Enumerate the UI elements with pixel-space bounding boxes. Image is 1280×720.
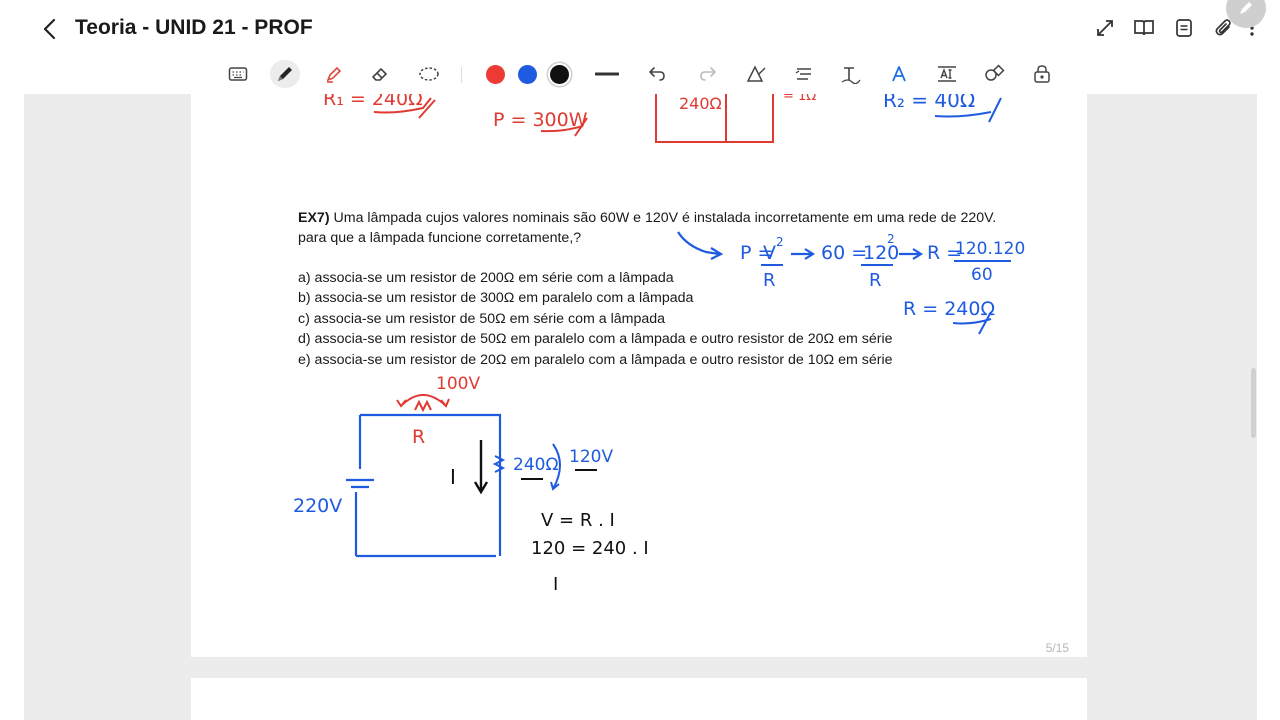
header-actions (1057, 14, 1257, 42)
eraser-icon (372, 68, 387, 81)
handwriting-layer: R₁ = 240Ω P = 300W 240Ω = 1Ω R₂ = 40Ω P … (293, 94, 1025, 595)
chevron-left-icon (43, 18, 56, 40)
color-blue-swatch[interactable] (512, 60, 542, 88)
ink-top-box (655, 94, 774, 143)
highlighter-icon (326, 66, 342, 83)
ink-arrow-2 (899, 248, 924, 260)
color-red-swatch[interactable] (480, 60, 510, 88)
note-page[interactable]: EX7) Uma lâmpada cujos valores nominais … (191, 94, 1087, 657)
shapes-tool[interactable] (979, 60, 1009, 88)
pen-tool[interactable] (270, 60, 300, 88)
option-c: c) associa-se um resistor de 50Ω em séri… (298, 310, 666, 327)
ink-battery (346, 478, 374, 489)
text-convert-icon (938, 66, 956, 82)
attach-button[interactable] (1210, 14, 1238, 42)
eraser-tool[interactable] (365, 60, 395, 88)
ink-calc-2: 120 = 240 . I (531, 538, 649, 559)
ink-top-left-underline (373, 97, 436, 119)
note-canvas[interactable]: EX7) Uma lâmpada cujos valores nominais … (24, 94, 1257, 720)
document-title: Teoria - UNID 21 - PROF (75, 16, 313, 39)
option-e: e) associa-se um resistor de 20Ω em para… (298, 351, 893, 368)
straighten-tool[interactable] (789, 60, 819, 88)
ink-circuit-lamp-r: 240Ω (513, 455, 558, 475)
text-pen-icon (841, 67, 861, 84)
ink-top-mid: P = 300W (493, 109, 588, 131)
expand-icon (1097, 20, 1113, 36)
shapes-icon (985, 64, 1005, 81)
document-icon (1176, 19, 1192, 37)
question-body: Uma lâmpada cujos valores nominais são 6… (298, 210, 997, 247)
ink-drop-arrow (396, 394, 450, 408)
ink-top-right: R₂ = 40Ω (883, 94, 975, 112)
keyboard-tool[interactable] (223, 60, 253, 88)
lock-icon (1034, 65, 1050, 83)
app-header: Teoria - UNID 21 - PROF (24, 0, 1257, 54)
page-view-button[interactable] (1170, 14, 1198, 42)
text-convert-tool[interactable] (932, 60, 962, 88)
read-only-lock-tool[interactable] (1027, 60, 1057, 88)
lasso-tool[interactable] (414, 60, 444, 88)
ink-circuit-r: R (412, 426, 425, 448)
red-dot (485, 64, 505, 84)
paperclip-icon (1215, 19, 1231, 36)
handwriting-text-tool[interactable] (836, 60, 866, 88)
page-number: 5/15 (1045, 641, 1069, 655)
expand-button[interactable] (1091, 14, 1119, 42)
option-b: b) associa-se um resistor de 300Ω em par… (298, 290, 694, 307)
option-a: a) associa-se um resistor de 200Ω em sér… (298, 270, 674, 286)
ink-calc-3: I (553, 574, 558, 595)
shape-recognition-tool[interactable] (741, 60, 771, 88)
text-style-tool[interactable] (884, 60, 914, 88)
blue-dot (517, 64, 537, 84)
undo-icon (649, 67, 665, 81)
lasso-icon (419, 67, 439, 81)
ink-circuit-current: I (450, 465, 456, 489)
ink-top-box-side: = 1Ω (783, 94, 816, 104)
next-note-page[interactable] (191, 678, 1087, 720)
ink-arrow-1 (791, 248, 816, 260)
ink-top-right-underline (934, 97, 1002, 123)
ink-lamp-bracket (550, 443, 561, 491)
highlighter-tool[interactable] (319, 60, 349, 88)
redo-button[interactable] (693, 60, 723, 88)
ink-calc-1: V = R . I (541, 510, 615, 531)
ink-lamp-resistor (492, 455, 506, 473)
ink-top-box-label: 240Ω (679, 94, 722, 113)
black-dot (549, 64, 569, 84)
ink-top-left: R₁ = 240Ω (323, 94, 423, 110)
redo-icon (700, 67, 716, 81)
align-icon (795, 68, 811, 80)
ink-circuit-drop: 100V (436, 374, 480, 394)
ink-resistor-r (414, 399, 432, 413)
line-width-icon (595, 72, 619, 76)
ink-top-mid-underline (540, 117, 588, 137)
book-icon (1134, 20, 1154, 36)
ink-current-arrow (473, 440, 489, 495)
font-a-icon (892, 66, 906, 82)
shape-pen-icon (746, 65, 766, 82)
answer-options: a) associa-se um resistor de 200Ω em sér… (298, 268, 998, 370)
stroke-width-tool[interactable] (592, 60, 622, 88)
back-button[interactable] (36, 15, 64, 43)
color-black-swatch[interactable] (544, 60, 574, 88)
undo-button[interactable] (642, 60, 672, 88)
pen-toolbar (24, 54, 1257, 95)
ink-circuit-wire (354, 413, 502, 558)
option-d: d) associa-se um resistor de 50Ω em para… (298, 331, 893, 348)
scrollbar-handle[interactable] (1251, 368, 1256, 438)
question-text: EX7) Uma lâmpada cujos valores nominais … (298, 208, 998, 249)
toolbar-divider (461, 67, 462, 83)
pen-icon (278, 67, 292, 81)
ink-circuit-lamp-v: 120V (569, 447, 613, 467)
keyboard-icon (228, 67, 248, 81)
pencil-icon (1240, 2, 1252, 14)
book-view-button[interactable] (1130, 14, 1158, 42)
ink-circuit-source: 220V (293, 495, 342, 517)
question-label: EX7) (298, 210, 330, 226)
